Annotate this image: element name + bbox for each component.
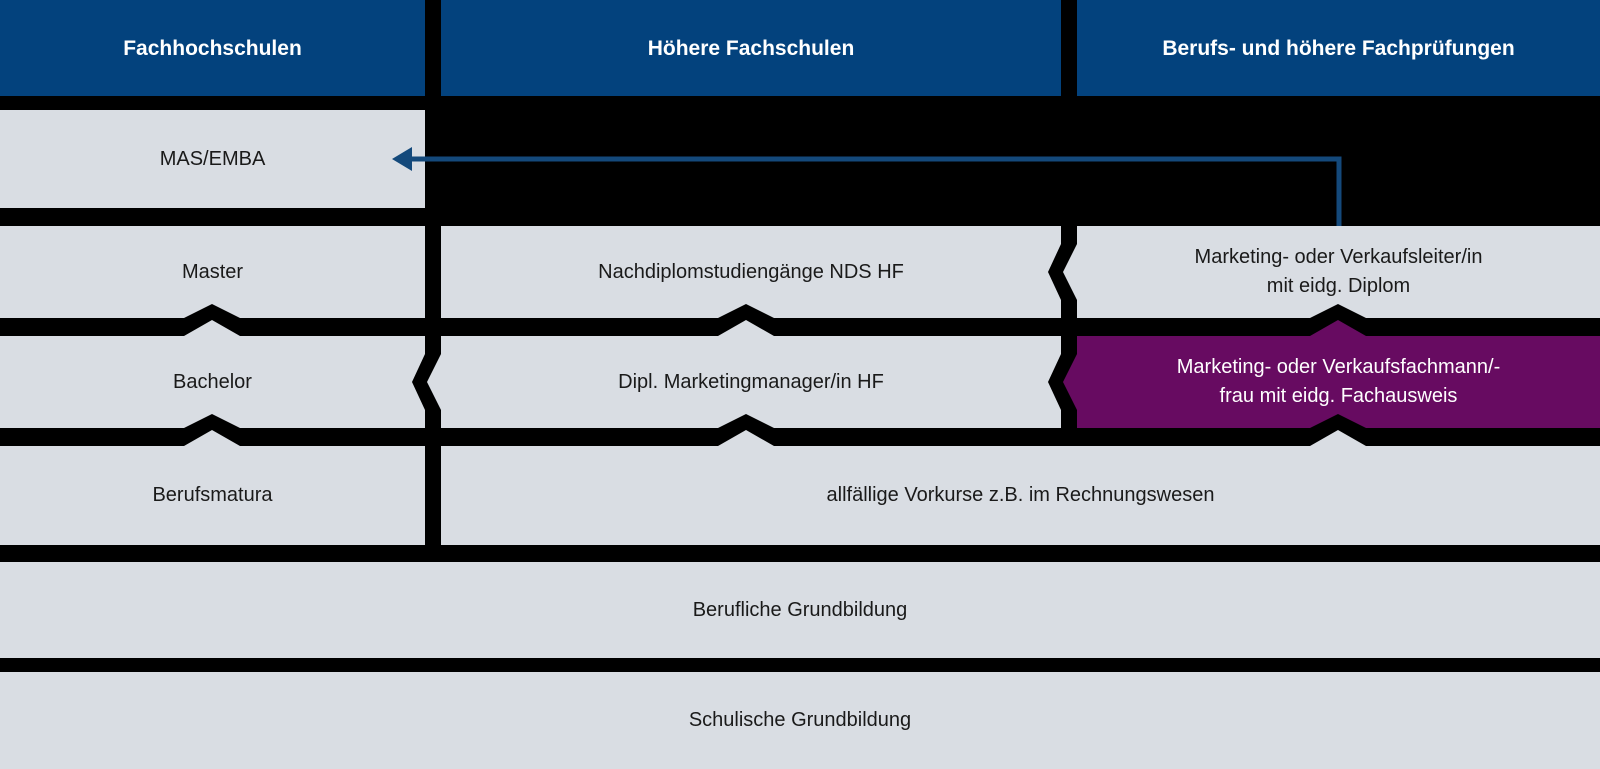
box-berufliche-grundbildung: Berufliche Grundbildung — [0, 562, 1600, 658]
box-schulische-grundbildung: Schulische Grundbildung — [0, 672, 1600, 769]
box-bachelor: Bachelor — [0, 320, 425, 428]
box-label: Dipl. Marketingmanager/in HF — [618, 370, 884, 393]
box-label-line: frau mit eidg. Fachausweis — [1219, 385, 1458, 407]
box-label: Master — [181, 260, 244, 283]
column-header-label: Höhere Fachschulen — [647, 36, 855, 60]
box-label: MAS/EMBA — [159, 147, 266, 170]
column-header-hoehere-fachschulen: Höhere Fachschulen — [441, 0, 1061, 96]
box-nachdiplomstudiengaenge: Nachdiplomstudiengänge NDS HF — [441, 226, 1061, 318]
box-label: Berufsmatura — [152, 484, 273, 506]
box-label-line: mit eidg. Diplom — [1266, 275, 1411, 297]
column-header-label: Berufs- und höhere Fachprüfungen — [1162, 36, 1515, 60]
box-label: Bachelor — [173, 370, 252, 393]
box-label: Nachdiplomstudiengänge NDS HF — [598, 260, 904, 283]
box-master: Master — [0, 226, 425, 318]
column-header-fachhochschulen: Fachhochschulen — [0, 0, 425, 96]
box-label: Marketing- oder Verkaufsleiter/in mit ei… — [1195, 243, 1483, 301]
box-label: Marketing- oder Verkaufsfachmann/- frau … — [1177, 353, 1501, 411]
box-vorkurse: allfällige Vorkurse z.B. im Rechnungswes… — [441, 430, 1600, 545]
box-label: allfällige Vorkurse z.B. im Rechnungswes… — [826, 484, 1215, 506]
column-header-label: Fachhochschulen — [123, 36, 302, 60]
box-label-line: Marketing- oder Verkaufsfachmann/- — [1176, 356, 1501, 378]
box-label: Schulische Grundbildung — [688, 709, 912, 731]
box-marketing-verkaufsleiter: Marketing- oder Verkaufsleiter/in mit ei… — [1063, 226, 1600, 318]
box-label: Berufliche Grundbildung — [692, 598, 908, 621]
box-berufsmatura: Berufsmatura — [0, 430, 425, 545]
box-label-line: Marketing- oder Verkaufsleiter/in — [1194, 246, 1483, 268]
box-mas-emba: MAS/EMBA — [0, 110, 425, 208]
column-header-berufspruefungen: Berufs- und höhere Fachprüfungen — [1077, 0, 1600, 96]
box-marketing-verkaufsfachmann-highlighted: Marketing- oder Verkaufsfachmann/- frau … — [1063, 320, 1600, 428]
box-dipl-marketingmanager: Dipl. Marketingmanager/in HF — [427, 320, 1061, 428]
